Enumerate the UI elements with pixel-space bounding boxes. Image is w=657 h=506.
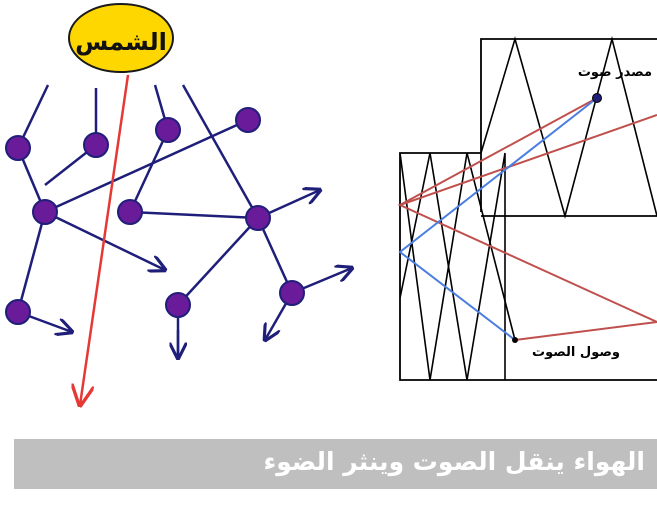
molecule-icon bbox=[245, 205, 271, 231]
sound-source-label: مصدر صوت bbox=[578, 65, 652, 80]
light-scattering-panel: الشمس bbox=[5, 3, 352, 405]
molecules bbox=[5, 107, 305, 325]
sound-source-dot bbox=[592, 93, 602, 103]
bottom-strip bbox=[14, 489, 657, 499]
caption-bar: الهواء ينقل الصوت وينثر الضوء bbox=[14, 439, 657, 489]
molecule-icon bbox=[5, 299, 31, 325]
molecule-icon bbox=[165, 292, 191, 318]
molecule-icon bbox=[235, 107, 261, 133]
sound-arrival-dot bbox=[512, 337, 518, 343]
molecule-icon bbox=[279, 280, 305, 306]
molecule-icon bbox=[5, 135, 31, 161]
chamber-outline bbox=[399, 38, 657, 381]
red-sound-path-source bbox=[399, 97, 598, 206]
molecule-icon bbox=[83, 132, 109, 158]
sun-label: الشمس bbox=[75, 28, 167, 56]
molecule-icon bbox=[155, 117, 181, 143]
molecule-icon bbox=[32, 199, 58, 225]
sound-arrival-label: وصول الصوت bbox=[532, 345, 620, 360]
sun-icon: الشمس bbox=[68, 3, 174, 73]
sound-transmission-panel: مصدر صوت وصول الصوت bbox=[397, 35, 657, 381]
sound-waves bbox=[399, 35, 657, 381]
blue-sound-path bbox=[398, 97, 598, 341]
caption-title: الهواء ينقل الصوت وينثر الضوء bbox=[263, 447, 645, 476]
sunlight-ray bbox=[80, 74, 130, 405]
molecule-icon bbox=[117, 199, 143, 225]
red-sound-path bbox=[397, 114, 657, 341]
